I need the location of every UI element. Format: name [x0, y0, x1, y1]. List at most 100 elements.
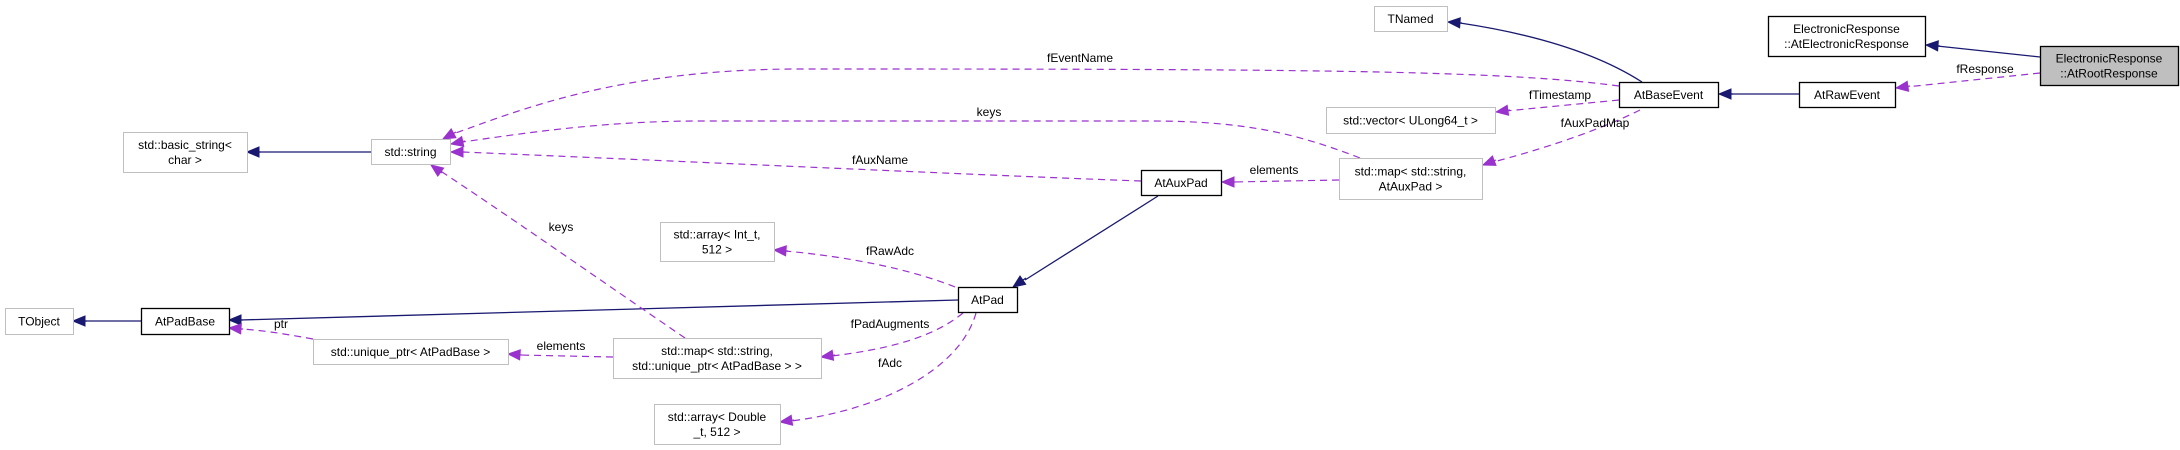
- node-arrayDouble[interactable]: std::array< Double_t, 512 >: [654, 404, 781, 445]
- edge-AtPad-to-arrayDouble: fAdc: [778, 312, 977, 426]
- arrowhead-icon: [449, 146, 464, 158]
- inheritance-edge-line: [239, 299, 959, 321]
- node-box: [1767, 15, 1927, 58]
- edge-AtRawEvent-to-AtBaseEvent: [1717, 88, 1799, 100]
- node-label: ElectronicResponse: [2056, 52, 2163, 66]
- arrowhead-icon: [71, 315, 86, 327]
- inheritance-edge-line: [1936, 45, 2041, 58]
- node-label: 512 >: [702, 243, 732, 257]
- node-AtRawEvent[interactable]: AtRawEvent: [1798, 81, 1897, 109]
- edge-label: fAuxPadMap: [1561, 116, 1630, 130]
- usage-edge-line: [1505, 99, 1620, 112]
- arrowhead-icon: [506, 349, 521, 361]
- node-AtAuxPad[interactable]: AtAuxPad: [1140, 169, 1223, 197]
- arrowhead-icon: [1446, 17, 1461, 29]
- edge-AtPad-to-mapUnique: fPadAugments: [819, 312, 964, 361]
- usage-edge-line: [1905, 72, 2041, 88]
- arrowhead-icon: [1894, 80, 1910, 92]
- usage-edge-line: [1492, 109, 1641, 163]
- node-box: [654, 404, 781, 445]
- node-box: [371, 139, 451, 165]
- node-label: std::map< std::string,: [1355, 165, 1467, 179]
- edge-label: ptr: [274, 317, 288, 331]
- edge-uniquePtr-to-AtPadBase: ptr: [227, 317, 314, 340]
- edge-mapUnique-to-uniquePtr: elements: [506, 339, 614, 361]
- node-box: [5, 308, 74, 335]
- node-box: [957, 286, 1019, 314]
- node-box: [1326, 107, 1496, 134]
- usage-edge-line: [784, 250, 956, 288]
- node-uniquePtr[interactable]: std::unique_ptr< AtPadBase >: [313, 339, 509, 365]
- edge-AtBaseEvent-to-mapAux: fAuxPadMap: [1481, 109, 1641, 166]
- node-TObject[interactable]: TObject: [5, 308, 74, 335]
- arrowhead-icon: [429, 164, 445, 178]
- node-mapAux[interactable]: std::map< std::string,AtAuxPad >: [1339, 158, 1483, 200]
- node-AtBaseEvent[interactable]: AtBaseEvent: [1618, 81, 1720, 109]
- edge-AtAuxPad-to-stdString: fAuxName: [449, 146, 1142, 182]
- usage-edge-line: [790, 312, 977, 422]
- node-label: AtPadBase: [155, 315, 215, 329]
- node-arrayInt[interactable]: std::array< Int_t,512 >: [660, 222, 775, 262]
- node-label: char >: [168, 153, 202, 167]
- node-box: [1140, 169, 1223, 197]
- edge-label: elements: [1250, 163, 1299, 177]
- node-box: [1618, 81, 1720, 109]
- node-stdString[interactable]: std::string: [371, 139, 451, 165]
- edge-AtBaseEvent-to-stdString: fEventName: [441, 51, 1620, 140]
- edge-label: fPadAugments: [851, 317, 930, 331]
- edge-stdString-to-basicString: [245, 146, 371, 158]
- node-label: std::unique_ptr< AtPadBase >: [331, 345, 490, 359]
- node-box: [1798, 81, 1897, 109]
- node-label: std::unique_ptr< AtPadBase > >: [632, 359, 802, 373]
- edge-label: fAuxName: [852, 153, 908, 167]
- arrowhead-icon: [1717, 88, 1732, 100]
- node-box: [313, 339, 509, 365]
- node-label: AtBaseEvent: [1634, 88, 1704, 102]
- node-AtRootResponse[interactable]: ElectronicResponse::AtRootResponse: [2039, 45, 2180, 87]
- edge-AtBaseEvent-to-vectorULong: fTimestamp: [1494, 88, 1620, 116]
- arrowhead-icon: [1481, 155, 1497, 166]
- usage-edge-line: [831, 312, 964, 357]
- edge-AtRootResponse-to-AtRawEvent: fResponse: [1894, 62, 2041, 92]
- node-label: std::vector< ULong64_t >: [1343, 114, 1478, 128]
- inheritance-edge-line: [1024, 195, 1159, 281]
- node-label: std::map< std::string,: [661, 344, 773, 358]
- nodes-layer: ElectronicResponse::AtRootResponseElectr…: [5, 6, 2180, 445]
- edge-AtAuxPad-to-AtPad: [1011, 195, 1159, 288]
- edge-label: fEventName: [1047, 51, 1113, 65]
- node-label: ::AtElectronicResponse: [1784, 37, 1909, 51]
- usage-edge-line: [239, 328, 314, 340]
- node-label: AtPad: [971, 293, 1004, 307]
- node-basicString[interactable]: std::basic_string<char >: [123, 132, 248, 173]
- node-box: [1374, 6, 1448, 32]
- node-AtPad[interactable]: AtPad: [957, 286, 1019, 314]
- node-mapUnique[interactable]: std::map< std::string,std::unique_ptr< A…: [613, 338, 822, 379]
- node-label: TNamed: [1387, 12, 1433, 26]
- arrowhead-icon: [441, 128, 457, 140]
- node-AtPadBase[interactable]: AtPadBase: [140, 307, 231, 336]
- usage-edge-line: [452, 68, 1620, 135]
- node-AtElectronicResponse[interactable]: ElectronicResponse::AtElectronicResponse: [1767, 15, 1927, 58]
- edge-label: fAdc: [878, 356, 902, 370]
- arrow-stem: [1022, 277, 1027, 281]
- node-vectorULong[interactable]: std::vector< ULong64_t >: [1326, 107, 1496, 134]
- edge-label: fResponse: [1956, 62, 2014, 76]
- usage-edge-line: [438, 169, 686, 339]
- arrow-stem: [1493, 159, 1497, 162]
- node-label: AtAuxPad >: [1379, 180, 1443, 194]
- arrowhead-icon: [1494, 104, 1510, 116]
- node-box: [1339, 158, 1483, 200]
- arrowhead-icon: [1011, 275, 1027, 288]
- inheritance-edge-line: [1459, 22, 1643, 83]
- arrowhead-icon: [772, 245, 787, 257]
- node-label: std::basic_string<: [138, 138, 232, 152]
- node-label: ::AtRootResponse: [2060, 67, 2158, 81]
- node-TNamed[interactable]: TNamed: [1374, 6, 1448, 32]
- edge-AtPad-to-arrayInt: fRawAdc: [772, 244, 956, 288]
- usage-edge-line: [518, 354, 614, 358]
- arrowhead-icon: [227, 323, 242, 335]
- edge-mapUnique-to-stdString: keys: [429, 164, 686, 339]
- arrow-stem: [440, 171, 443, 174]
